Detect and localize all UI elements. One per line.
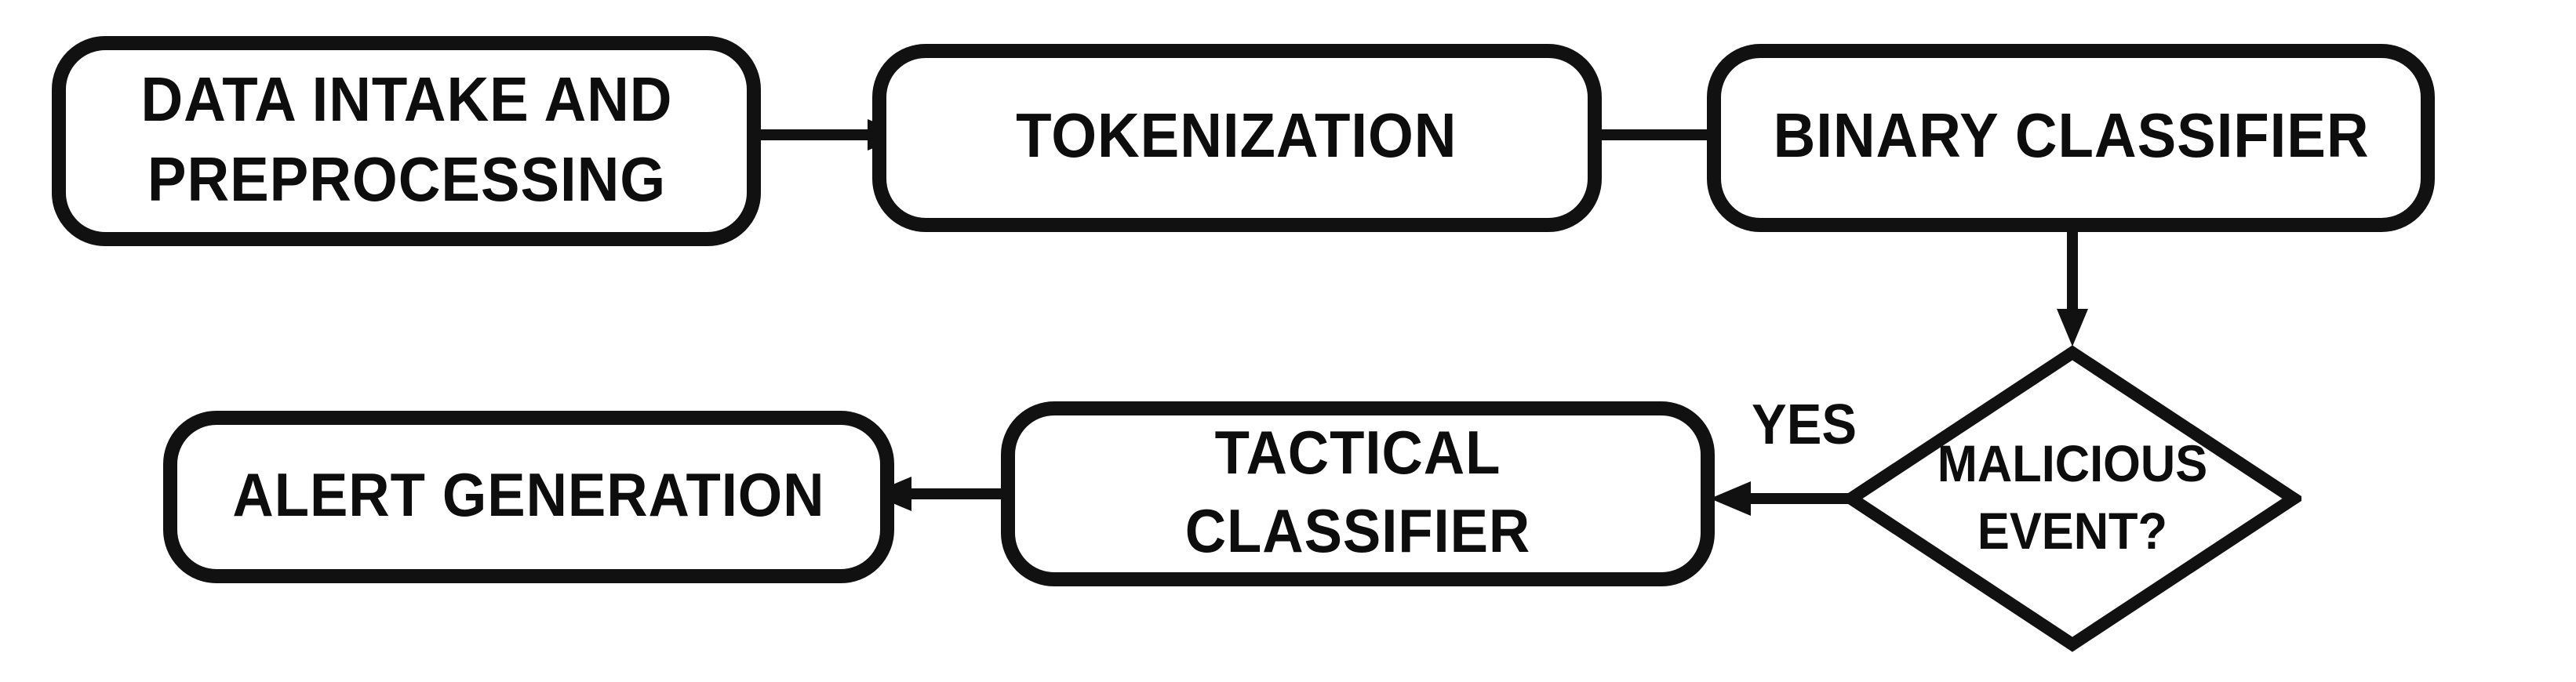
- node-alert-generation[interactable]: ALERT GENERATION: [163, 411, 894, 583]
- node-tokenization[interactable]: TOKENIZATION: [872, 44, 1602, 232]
- node-tokenization-label: TOKENIZATION: [1016, 102, 1458, 172]
- node-data-intake[interactable]: DATA INTAKE AND PREPROCESSING: [52, 36, 761, 246]
- node-data-intake-label: DATA INTAKE AND PREPROCESSING: [140, 65, 672, 215]
- edge-binary-to-malicious: [2044, 227, 2101, 350]
- node-binary-classifier[interactable]: BINARY CLASSIFIER: [1707, 44, 2435, 232]
- node-tactical-classifier[interactable]: TACTICAL CLASSIFIER: [1001, 401, 1715, 586]
- diamond-shape: [1843, 345, 2301, 652]
- node-malicious-event[interactable]: MALICIOUS EVENT?: [1843, 345, 2301, 652]
- node-alert-generation-label: ALERT GENERATION: [232, 463, 825, 531]
- edge-malicious-to-tactical: [1707, 470, 1864, 527]
- edge-label-yes: YES: [1752, 392, 1857, 456]
- node-binary-classifier-label: BINARY CLASSIFIER: [1773, 102, 2369, 172]
- node-tactical-classifier-label: TACTICAL CLASSIFIER: [1184, 420, 1531, 566]
